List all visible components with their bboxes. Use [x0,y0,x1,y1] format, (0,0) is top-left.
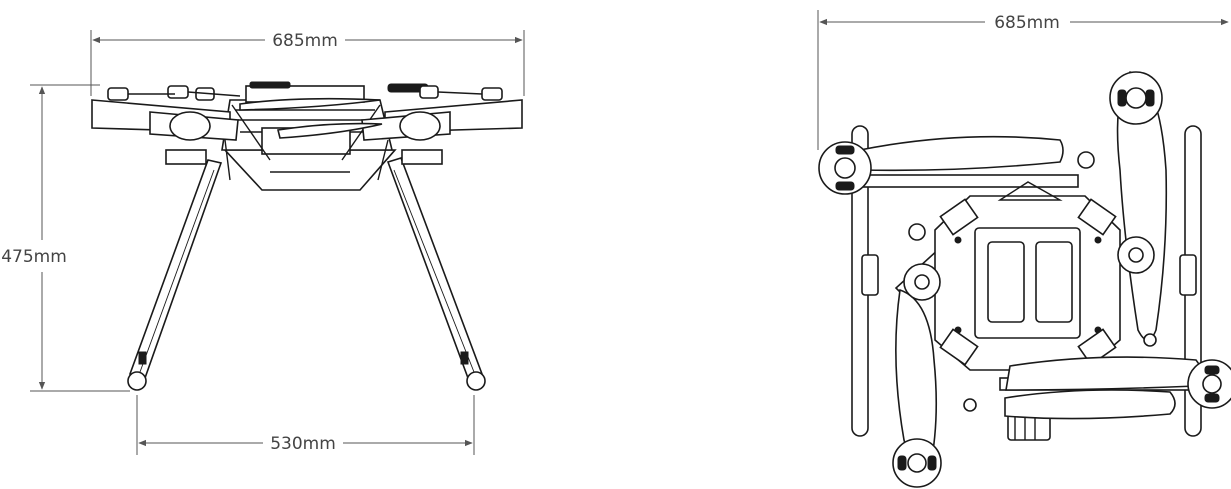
top-width-dimension: 685mm [817,10,1229,150]
propellers-top [859,71,1202,469]
front-height-dimension: 475mm [1,84,130,392]
front-leg-span-dimension: 530mm [136,395,475,455]
propellers-front [107,85,503,139]
landing-gear-front [127,157,486,391]
landing-skids-top [851,125,1202,437]
front-width-dimension: 685mm [90,30,525,96]
top-view: 685mm [817,10,1231,488]
front-leg-span-label: 530mm [270,434,336,454]
front-width-label: 685mm [272,31,338,51]
motor-hubs-top [818,71,1231,488]
arms-front [91,99,523,141]
front-height-label: 475mm [1,247,67,267]
body-front [165,81,443,191]
body-top [934,181,1121,441]
top-width-label: 685mm [994,13,1060,33]
front-view: 685mm 475mm 530mm [1,30,525,455]
